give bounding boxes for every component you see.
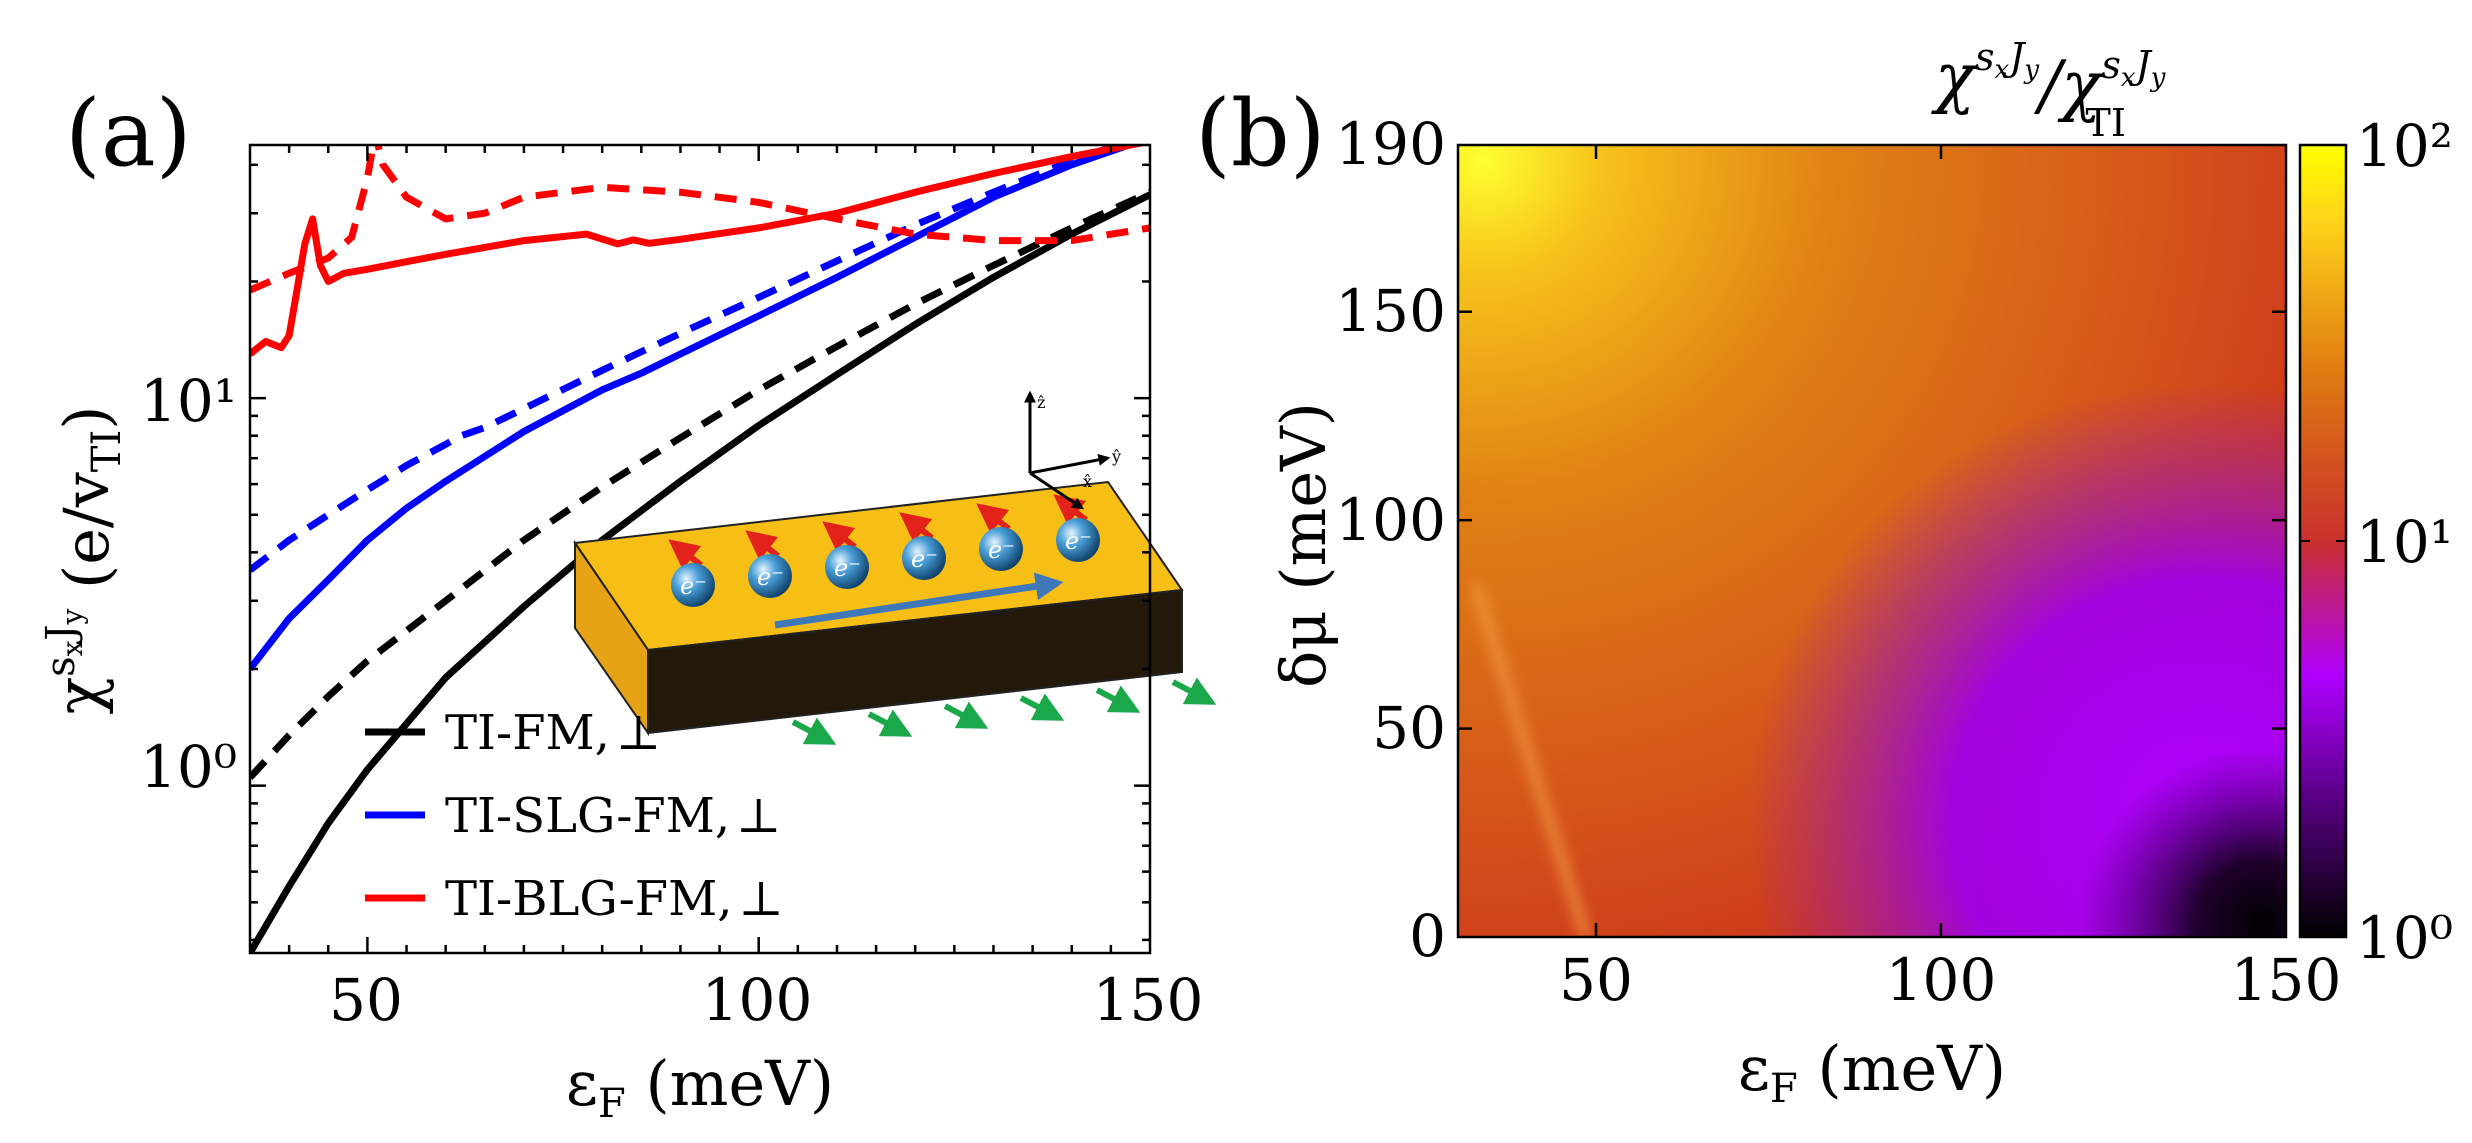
spin-arrow <box>668 539 703 570</box>
x-axis <box>1029 471 1084 510</box>
series-line-3 <box>250 145 1129 573</box>
legend-label-ti-fm: TI-FM,⊥ <box>445 705 661 761</box>
a-ylabel: χsxJy (e/vTI) <box>38 406 130 715</box>
b-xtick-50: 50 <box>1559 946 1633 1014</box>
panel-a-series <box>250 145 1150 953</box>
b-ylabel: δμ (meV) <box>1267 402 1340 688</box>
spin-arrow <box>822 521 857 552</box>
magnet-arrow <box>1019 693 1065 721</box>
cb-tick-1: 10⁰ <box>2356 904 2453 972</box>
cb-tick-100: 10² <box>2356 112 2453 180</box>
inset-illustration: e⁻ e⁻ e⁻ e⁻ e⁻ e⁻ ẑ ŷ x̂ <box>573 390 1217 745</box>
electron-label: e⁻ <box>680 572 707 600</box>
electron-label: e⁻ <box>911 545 938 573</box>
b-xtick-150: 150 <box>2231 946 2342 1014</box>
electron-label: e⁻ <box>757 563 784 591</box>
magnet-arrow <box>1171 677 1217 705</box>
b-ytick-50: 50 <box>1372 694 1446 762</box>
heatmap <box>1458 145 2286 937</box>
legend-label-ti-blg-fm: TI-BLG-FM,⊥ <box>445 871 784 927</box>
x-axis-label: x̂ <box>1083 472 1092 491</box>
spin-arrow <box>899 512 934 543</box>
magnet-arrow <box>1095 685 1141 713</box>
panel-b-frame <box>1456 143 2288 939</box>
spin-arrow <box>745 530 780 561</box>
electron <box>825 545 869 589</box>
magnet-arrow <box>791 717 837 745</box>
electron <box>979 527 1023 571</box>
panel-a-ticks <box>250 145 1150 953</box>
b-ytick-190: 190 <box>1335 110 1446 178</box>
spin-arrow <box>976 503 1011 534</box>
cb-tick-10: 10¹ <box>2356 508 2453 576</box>
magnet-arrow <box>867 709 913 737</box>
electron-row: e⁻ e⁻ e⁻ e⁻ e⁻ e⁻ <box>668 494 1100 607</box>
b-ytick-100: 100 <box>1335 486 1446 554</box>
electron <box>748 554 792 598</box>
a-ytick-10: 10¹ <box>140 367 237 435</box>
a-ytick-1: 10⁰ <box>140 733 237 801</box>
legend-label-ti-slg-fm: TI-SLG-FM,⊥ <box>445 788 781 844</box>
magnet-arrow <box>943 701 989 729</box>
a-xtick-100: 100 <box>702 966 813 1034</box>
series-line-2 <box>250 145 1140 672</box>
a-xtick-50: 50 <box>329 966 403 1034</box>
electron-label: e⁻ <box>988 536 1015 564</box>
electron-label: e⁻ <box>834 554 861 582</box>
series-line-5 <box>250 145 1150 294</box>
panel-b-ticks <box>1458 145 2286 937</box>
electron-label: e⁻ <box>1065 527 1092 555</box>
y-axis-label: ŷ <box>1111 447 1121 466</box>
electron <box>902 536 946 580</box>
a-xlabel: εF (meV) <box>566 1047 834 1127</box>
panel-a-frame <box>248 143 1152 955</box>
a-xtick-150: 150 <box>1093 966 1204 1034</box>
slab-front-face <box>647 588 1183 735</box>
b-xtick-100: 100 <box>1886 946 1997 1014</box>
b-ytick-0: 0 <box>1409 902 1446 970</box>
series-line-4 <box>250 145 1150 357</box>
series-line-0 <box>250 191 1150 953</box>
b-xlabel: εF (meV) <box>1738 1032 2006 1112</box>
electron <box>1056 518 1100 562</box>
magnetization-arrows <box>791 677 1217 745</box>
electron <box>671 563 715 607</box>
legend: TI-FM,⊥ TI-SLG-FM,⊥ TI-BLG-FM,⊥ <box>365 705 784 927</box>
b-ytick-150: 150 <box>1335 277 1446 345</box>
z-axis-label: ẑ <box>1037 393 1045 412</box>
panel-label-b: (b) <box>1195 80 1326 187</box>
current-arrow <box>774 572 1064 629</box>
series-line-1 <box>250 189 1150 780</box>
panel-label-a: (a) <box>65 80 192 187</box>
y-axis <box>1029 453 1111 475</box>
